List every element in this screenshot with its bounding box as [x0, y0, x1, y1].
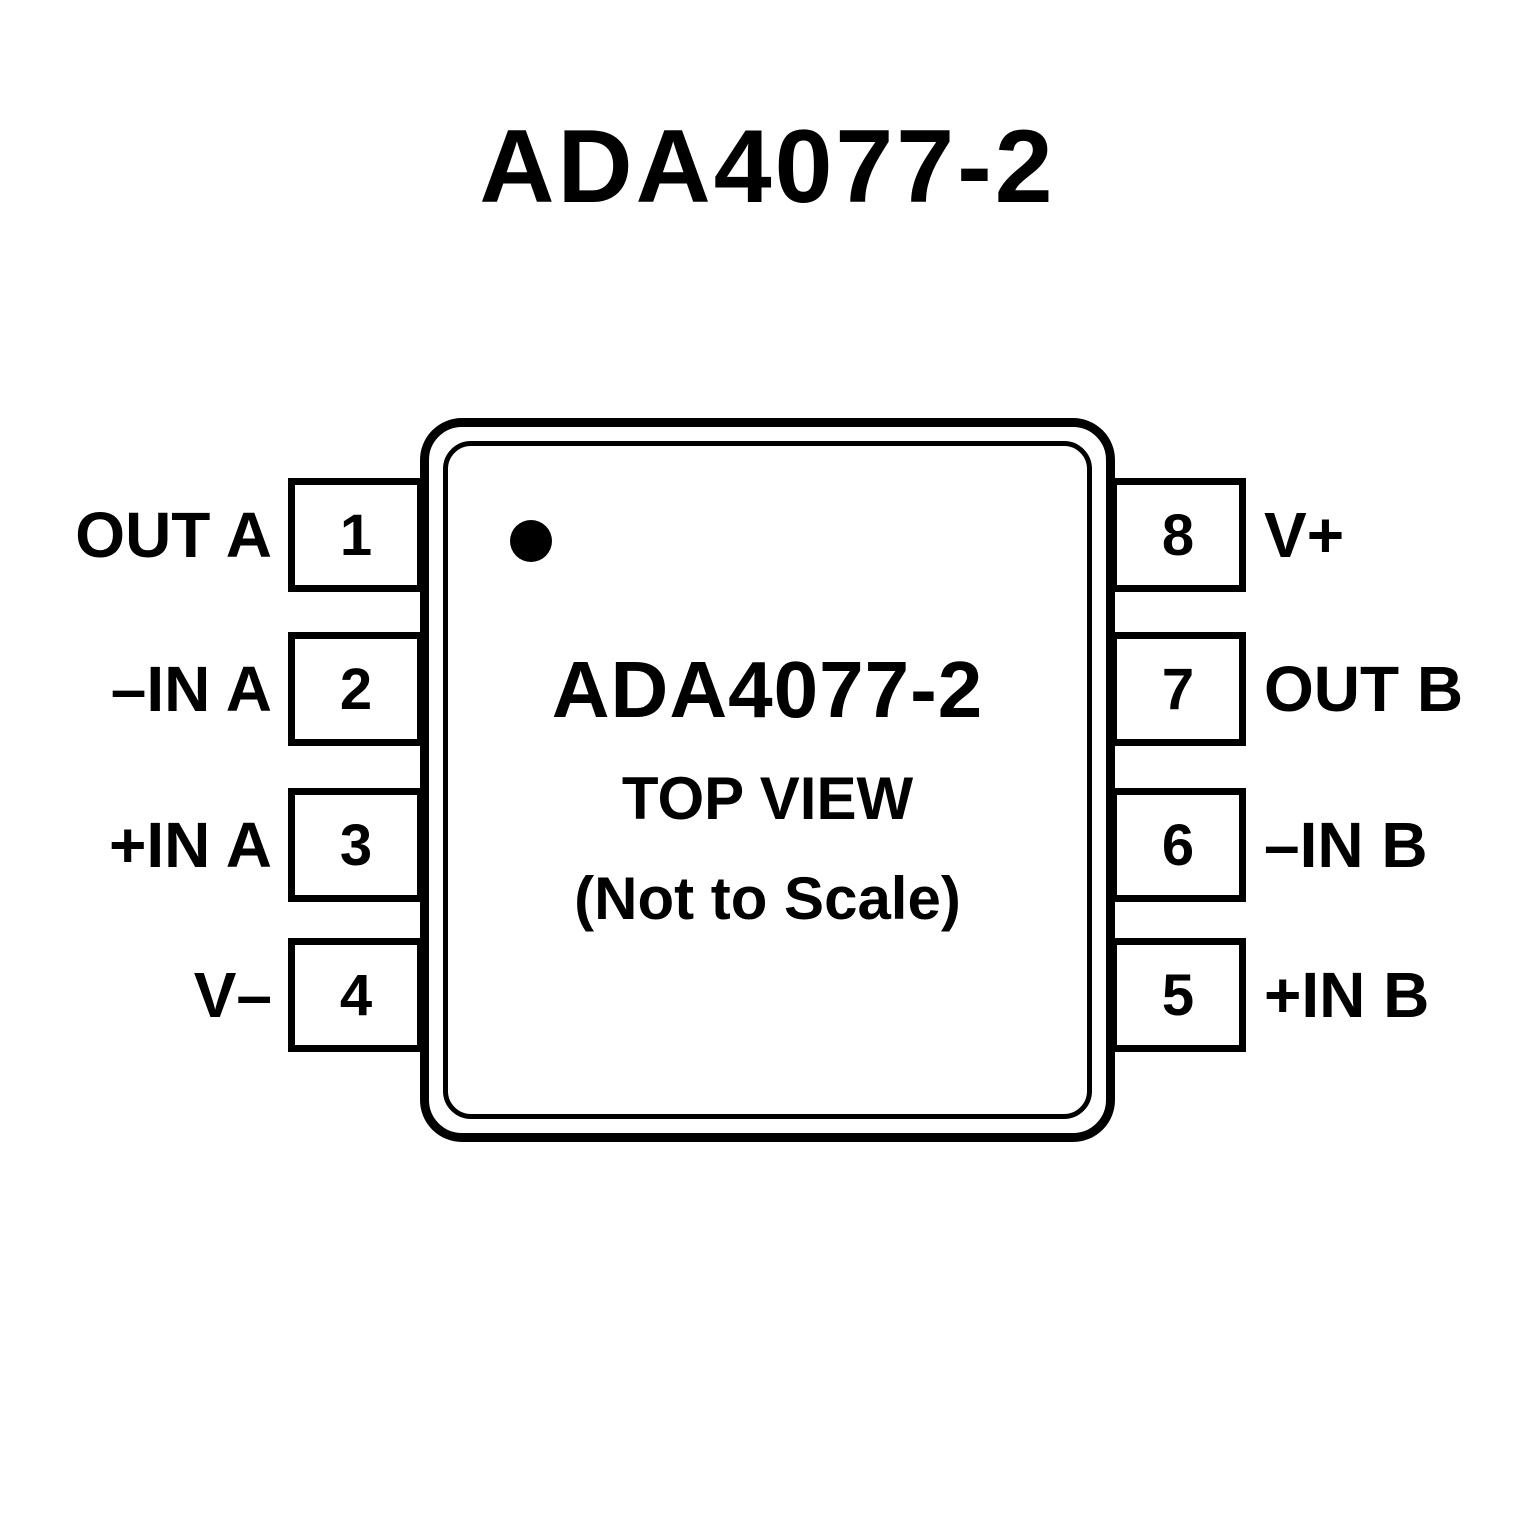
pin-box-7: 7 — [1110, 632, 1246, 746]
chip-body-inner-outline: ADA4077-2 TOP VIEW (Not to Scale) — [443, 441, 1092, 1119]
pin-number-5: 5 — [1161, 962, 1195, 1028]
pin-number-7: 7 — [1161, 656, 1195, 722]
page-title: ADA4077-2 — [479, 109, 1056, 225]
pin-box-6: 6 — [1110, 788, 1246, 902]
pin-box-4: 4 — [288, 938, 424, 1052]
pin-number-8: 8 — [1161, 502, 1195, 568]
pin-box-5: 5 — [1110, 938, 1246, 1052]
pin-label-out-a: OUT A — [75, 499, 272, 571]
pin-number-2: 2 — [339, 656, 373, 722]
pin-row-2: –IN A 2 — [0, 632, 424, 746]
pin-label-neg-in-a: –IN A — [110, 653, 272, 725]
pin-box-3: 3 — [288, 788, 424, 902]
pin-1-indicator-dot — [510, 520, 552, 562]
pin-row-3: +IN A 3 — [0, 788, 424, 902]
pin-box-2: 2 — [288, 632, 424, 746]
pin-label-v-minus: V– — [193, 959, 272, 1031]
chip-view-label: TOP VIEW — [621, 765, 914, 832]
pin-label-pos-in-b: +IN B — [1264, 959, 1430, 1031]
pin-label-neg-in-b: –IN B — [1264, 809, 1428, 881]
chip-body: ADA4077-2 TOP VIEW (Not to Scale) — [420, 418, 1115, 1142]
pin-row-4: V– 4 — [0, 938, 424, 1052]
pin-row-6: 6 –IN B — [1110, 788, 1428, 902]
pin-row-5: 5 +IN B — [1110, 938, 1429, 1052]
pin-box-1: 1 — [288, 478, 424, 592]
pin-label-out-b: OUT B — [1264, 653, 1464, 725]
pin-row-7: 7 OUT B — [1110, 632, 1463, 746]
pin-label-v-plus: V+ — [1264, 499, 1345, 571]
pin-number-6: 6 — [1161, 812, 1195, 878]
chip-name: ADA4077-2 — [551, 645, 984, 734]
pin-number-3: 3 — [339, 812, 373, 878]
pin-row-8: 8 V+ — [1110, 478, 1344, 592]
pin-number-1: 1 — [339, 502, 373, 568]
chip-scale-note: (Not to Scale) — [574, 865, 961, 932]
pin-box-8: 8 — [1110, 478, 1246, 592]
pin-label-pos-in-a: +IN A — [109, 809, 272, 881]
pin-row-1: OUT A 1 — [0, 478, 424, 592]
pin-number-4: 4 — [339, 962, 373, 1028]
